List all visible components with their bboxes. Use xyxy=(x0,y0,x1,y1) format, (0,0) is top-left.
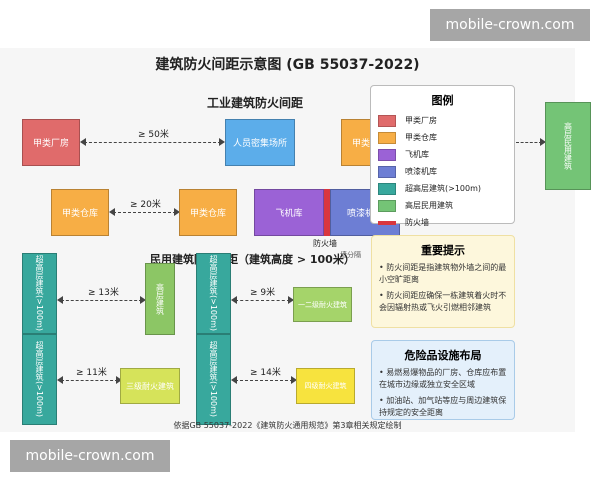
supertall-box: 超高层建筑(>100m) xyxy=(196,253,231,334)
legend-label: 甲类厂房 xyxy=(405,116,437,125)
legend-label: 飞机库 xyxy=(405,150,429,159)
tips-panel: 重要提示 • 防火间距是指建筑物外墙之间的最小空旷距离 • 防火间距应确保一栋建筑… xyxy=(371,235,515,328)
distance-arrow xyxy=(516,138,546,146)
hazard-title: 危险品设施布局 xyxy=(404,349,482,362)
distance-label: ≥ 14米 xyxy=(250,368,281,378)
highrise-civil-box: 高层民用建筑 xyxy=(545,102,591,190)
class-a-warehouse-box: 甲类仓库 xyxy=(51,189,109,236)
legend-swatch xyxy=(378,182,396,195)
legend-label: 超高层建筑(>100m) xyxy=(405,184,482,193)
supertall-box: 超高层建筑(>100m) xyxy=(22,253,57,334)
legend-title: 图例 xyxy=(431,94,454,107)
hazard-item: • 加油站、加气站等应与周边建筑保持规定的安全距离 xyxy=(379,396,507,417)
hazard-panel: 危险品设施布局 • 易燃易爆物品的厂房、仓库应布置在城市边缘或独立安全区域 • 加… xyxy=(371,340,515,420)
legend-item: 甲类仓库 xyxy=(378,129,507,146)
tip-item: • 防火间距是指建筑物外墙之间的最小空旷距离 xyxy=(379,263,507,284)
legend-item: 飞机库 xyxy=(378,146,507,163)
grade3-box: 三级耐火建筑 xyxy=(120,368,180,404)
distance-arrow xyxy=(109,208,180,216)
distance-arrow xyxy=(57,376,122,384)
legend-item: 甲类厂房 xyxy=(378,112,507,129)
legend-swatch xyxy=(378,199,396,212)
legend-item: 超高层建筑(>100m) xyxy=(378,180,507,197)
legend-swatch xyxy=(378,114,396,127)
distance-label: ≥ 50米 xyxy=(138,130,169,140)
distance-arrow xyxy=(57,296,146,304)
civil-heading: 民用建筑防火间距（建筑高度 > 100米） xyxy=(150,253,355,266)
grade12-box: 一二级耐火建筑 xyxy=(293,287,352,322)
legend-item: 防火墙 xyxy=(378,214,507,231)
supertall-box: 超高层建筑(>100m) xyxy=(196,334,231,425)
distance-label: ≥ 13米 xyxy=(88,288,119,298)
highrise-box: 高层建筑 xyxy=(145,263,175,335)
legend-swatch xyxy=(378,165,396,178)
firewall-label: 防火墙 xyxy=(313,239,337,248)
crowded-place-box: 人员密集场所 xyxy=(225,119,295,166)
legend-swatch xyxy=(378,131,396,144)
diagram-title: 建筑防火间距示意图 (GB 55037-2022) xyxy=(155,57,420,73)
grade4-box: 四级耐火建筑 xyxy=(296,368,355,404)
watermark: mobile-crown.com xyxy=(430,9,590,41)
firewall xyxy=(324,189,330,236)
distance-label: ≥ 9米 xyxy=(250,288,276,298)
industrial-heading: 工业建筑防火间距 xyxy=(206,96,303,110)
legend-label: 高层民用建筑 xyxy=(405,201,453,210)
hangar-box: 飞机库 xyxy=(254,189,324,236)
hazard-item: • 易燃易爆物品的厂房、仓库应布置在城市边缘或独立安全区域 xyxy=(379,368,507,389)
class-a-factory-box: 甲类厂房 xyxy=(22,119,80,166)
legend-swatch xyxy=(378,220,396,225)
distance-label: ≥ 11米 xyxy=(76,368,107,378)
distance-arrow xyxy=(80,138,225,146)
distance-label: ≥ 20米 xyxy=(130,200,161,210)
distance-arrow xyxy=(231,296,294,304)
legend-label: 防火墙 xyxy=(405,218,429,227)
legend-item: 喷漆机库 xyxy=(378,163,507,180)
tips-title: 重要提示 xyxy=(421,244,465,257)
firewall-note: 墙分隔 xyxy=(340,251,361,259)
legend-label: 甲类仓库 xyxy=(405,133,437,142)
supertall-box: 超高层建筑(>100m) xyxy=(22,334,57,425)
legend-label: 喷漆机库 xyxy=(405,167,437,176)
legend-item: 高层民用建筑 xyxy=(378,197,507,214)
tip-item: • 防火间距应确保一栋建筑着火时不会因辐射热或飞火引燃相邻建筑 xyxy=(379,291,507,312)
class-a-warehouse-box: 甲类仓库 xyxy=(179,189,237,236)
distance-arrow xyxy=(231,376,297,384)
legend-swatch xyxy=(378,148,396,161)
legend: 图例 甲类厂房甲类仓库飞机库喷漆机库超高层建筑(>100m) 高层民用建筑防火墙 xyxy=(370,85,515,227)
watermark: mobile-crown.com xyxy=(10,440,170,472)
footer-note: 依据GB 55037-2022《建筑防火通用规范》第3章相关规定绘制 xyxy=(173,421,402,430)
